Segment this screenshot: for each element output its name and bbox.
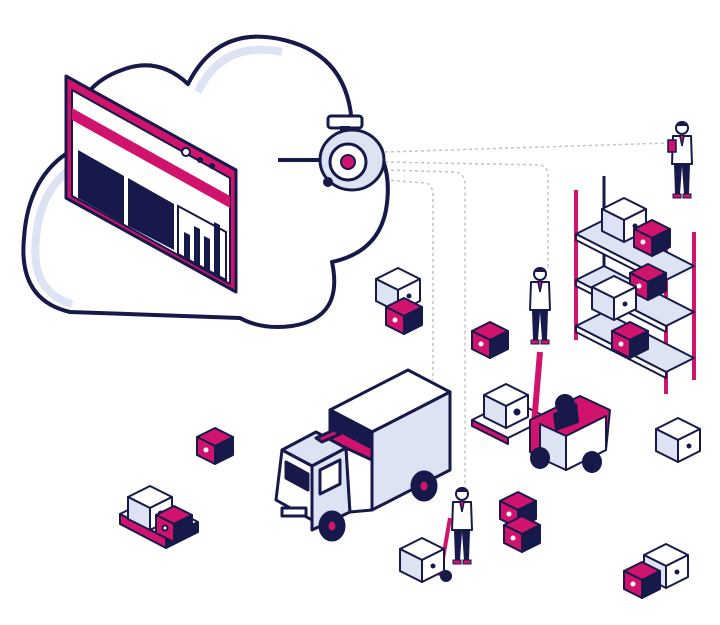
network-lines [384, 142, 669, 500]
forklift [471, 351, 611, 473]
dashboard-window [64, 74, 238, 294]
pallet-with-boxes [119, 485, 199, 549]
floating-box [503, 515, 541, 553]
worker-on-phone [529, 266, 551, 345]
floating-box [471, 321, 509, 359]
delivery-truck [274, 368, 452, 542]
storage-shelf [574, 176, 696, 394]
stacked-box [623, 561, 661, 599]
floating-box [655, 417, 701, 463]
dashboard-bar-chart [184, 222, 220, 279]
worker-with-hand-truck [399, 486, 473, 583]
cloud-dashboard [21, 34, 390, 329]
security-camera [278, 114, 386, 192]
floating-box [196, 427, 234, 465]
floating-box [385, 297, 423, 335]
worker-with-tablet [667, 120, 693, 199]
